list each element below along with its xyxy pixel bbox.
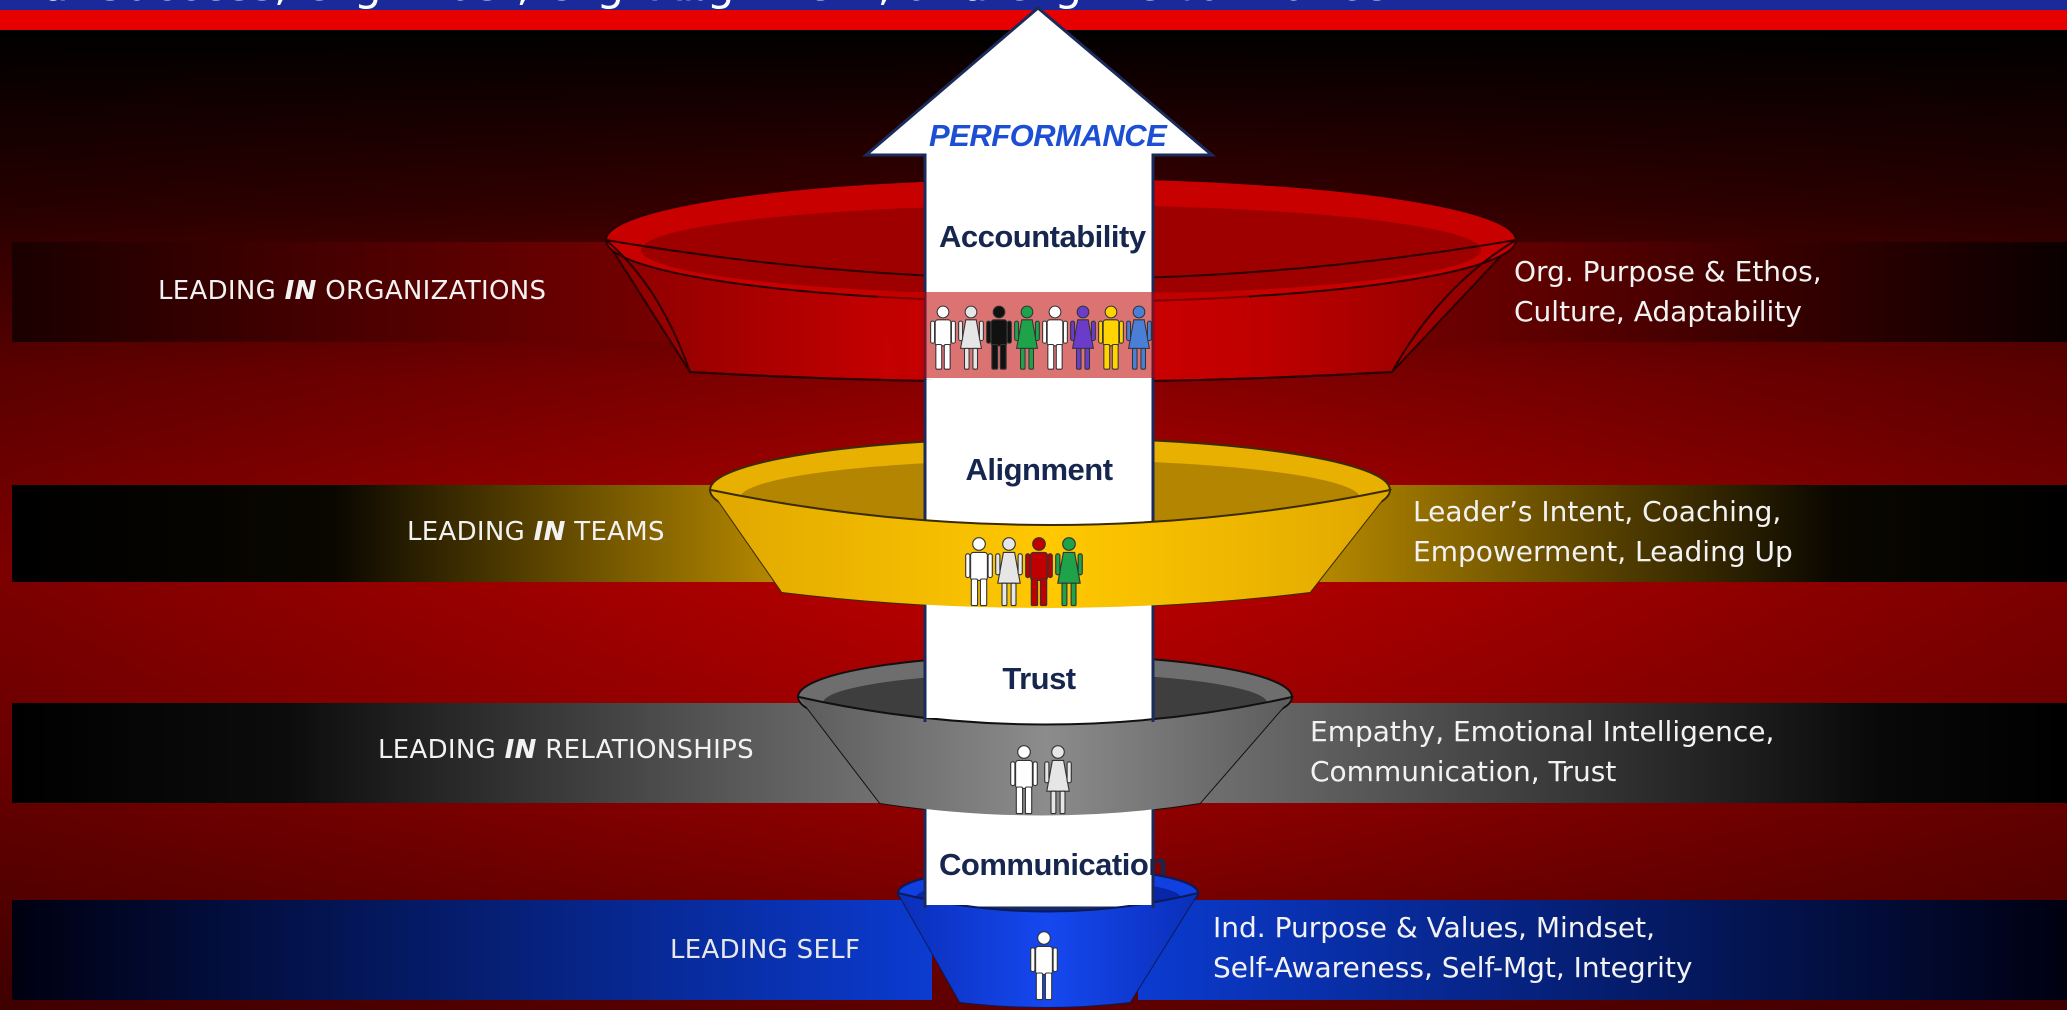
level-label-prefix: LEADING: [407, 517, 534, 547]
desc-line-1: Org. Purpose & Ethos,: [1514, 255, 1822, 288]
desc-line-2: Communication, Trust: [1310, 755, 1617, 788]
level-label-in: IN: [533, 517, 566, 547]
level-desc-relationships: Empathy, Emotional Intelligence, Communi…: [1310, 712, 1774, 792]
level-label-relationships: LEADING IN RELATIONSHIPS: [378, 734, 754, 766]
level-label-prefix: LEADING: [158, 276, 285, 306]
level-label-suffix: RELATIONSHIPS: [536, 735, 754, 765]
desc-line-2: Self-Awareness, Self-Mgt, Integrity: [1213, 951, 1693, 984]
level-label-organizations: LEADING IN ORGANIZATIONS: [158, 275, 546, 307]
performance-label: PERFORMANCE: [929, 118, 1167, 153]
band-self: [12, 900, 2067, 1000]
arrow-shaft-segments: [923, 155, 1155, 908]
level-desc-organizations: Org. Purpose & Ethos, Culture, Adaptabil…: [1514, 252, 1822, 332]
level-desc-teams: Leader’s Intent, Coaching, Empowerment, …: [1413, 492, 1793, 572]
stage-label-alignment: Alignment: [965, 452, 1113, 487]
funnel-teams-front: [710, 489, 1391, 608]
desc-line-2: Culture, Adaptability: [1514, 295, 1802, 328]
level-desc-self: Ind. Purpose & Values, Mindset, Self-Awa…: [1213, 908, 1693, 988]
funnel-relationships-front: [798, 696, 1293, 816]
level-label-suffix: ORGANIZATIONS: [316, 276, 547, 306]
header-strip: Ind. Success, Org. Trust, Org. Alignment…: [0, 0, 2067, 10]
stage-label-trust: Trust: [1002, 661, 1076, 696]
level-label-teams: LEADING IN TEAMS: [407, 516, 665, 548]
stage-label-accountability: Accountability: [939, 219, 1146, 254]
desc-line-2: Empowerment, Leading Up: [1413, 535, 1793, 568]
level-label-suffix: TEAMS: [565, 517, 665, 547]
level-label-in: IN: [284, 276, 317, 306]
stage-label-communication: Communication: [939, 847, 1167, 882]
level-label-self: LEADING SELF: [670, 934, 860, 966]
level-label-prefix: LEADING: [378, 735, 505, 765]
level-label-prefix: LEADING SELF: [670, 935, 861, 965]
desc-line-1: Ind. Purpose & Values, Mindset,: [1213, 911, 1656, 944]
header-title-fragment: Ind. Success, Org. Trust, Org. Alignment…: [0, 0, 1389, 10]
desc-line-1: Empathy, Emotional Intelligence,: [1310, 715, 1775, 748]
desc-line-1: Leader’s Intent, Coaching,: [1413, 495, 1782, 528]
band-relationships: [12, 703, 2067, 803]
level-label-in: IN: [504, 735, 537, 765]
